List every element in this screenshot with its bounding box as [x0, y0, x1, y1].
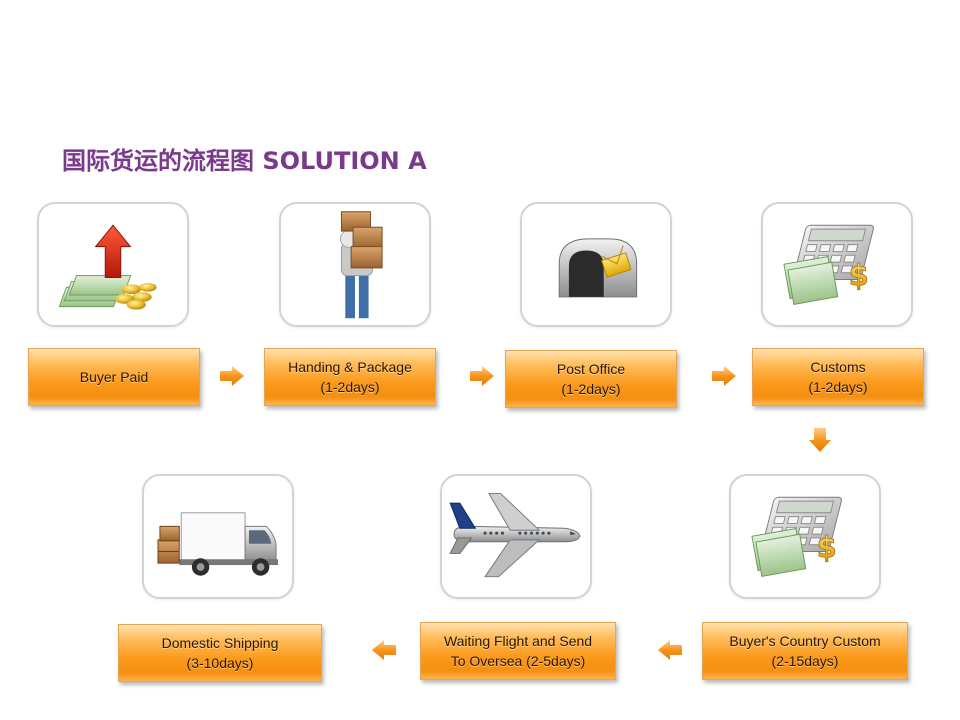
step-2-icon-card — [279, 202, 431, 327]
step-7-duration: (3-10days) — [186, 655, 254, 671]
step-3-duration: (1-2days) — [561, 381, 621, 397]
step-5-duration: (2-15days) — [771, 653, 839, 669]
step-6-label: Waiting Flight and Send To Oversea (2-5d… — [420, 622, 616, 680]
step-7-title: Domestic Shipping — [161, 635, 279, 651]
down-arrow-icon — [809, 428, 831, 452]
step-3-icon-card — [520, 202, 672, 327]
step-6-icon-card — [440, 474, 592, 599]
step-6-duration: To Oversea (2-5days) — [450, 653, 586, 669]
step-7-icon-card — [142, 474, 294, 599]
mailbox-icon — [558, 238, 638, 298]
step-5-title: Buyer's Country Custom — [729, 633, 881, 649]
left-arrow-icon — [372, 640, 396, 660]
step-2-title: Handing & Package — [288, 359, 412, 375]
right-arrow-icon — [220, 366, 244, 386]
step-3-title: Post Office — [556, 361, 626, 377]
calculator-money-icon: $ — [751, 496, 842, 577]
step-1-label: Buyer Paid — [28, 348, 200, 406]
step-7-label: Domestic Shipping (3-10days) — [118, 624, 322, 682]
svg-text:$: $ — [849, 258, 869, 292]
person-carrying-boxes-icon — [339, 211, 383, 319]
calculator-money-icon: $ — [783, 224, 874, 305]
step-4-duration: (1-2days) — [808, 379, 868, 395]
page-title-reflection: 国际货运的流程图 SOLUTION A — [62, 151, 427, 167]
step-5-label: Buyer's Country Custom (2-15days) — [702, 622, 908, 680]
step-1-icon-card — [37, 202, 189, 327]
step-2-duration: (1-2days) — [320, 379, 380, 395]
delivery-truck-icon — [157, 512, 279, 576]
step-4-title: Customs — [810, 359, 866, 375]
right-arrow-icon — [712, 366, 736, 386]
step-1-title: Buyer Paid — [79, 369, 149, 385]
step-2-label: Handing & Package (1-2days) — [264, 348, 436, 406]
step-6-title: Waiting Flight and Send — [443, 633, 593, 649]
left-arrow-icon — [658, 640, 682, 660]
svg-text:$: $ — [817, 530, 837, 564]
right-arrow-icon — [470, 366, 494, 386]
step-5-icon-card: $ — [729, 474, 881, 599]
step-4-icon-card: $ — [761, 202, 913, 327]
step-3-label: Post Office (1-2days) — [505, 350, 677, 408]
step-4-label: Customs (1-2days) — [752, 348, 924, 406]
airplane-icon — [449, 492, 581, 578]
money-up-arrow-icon — [58, 224, 157, 310]
page-title: 国际货运的流程图 SOLUTION A — [62, 147, 427, 175]
